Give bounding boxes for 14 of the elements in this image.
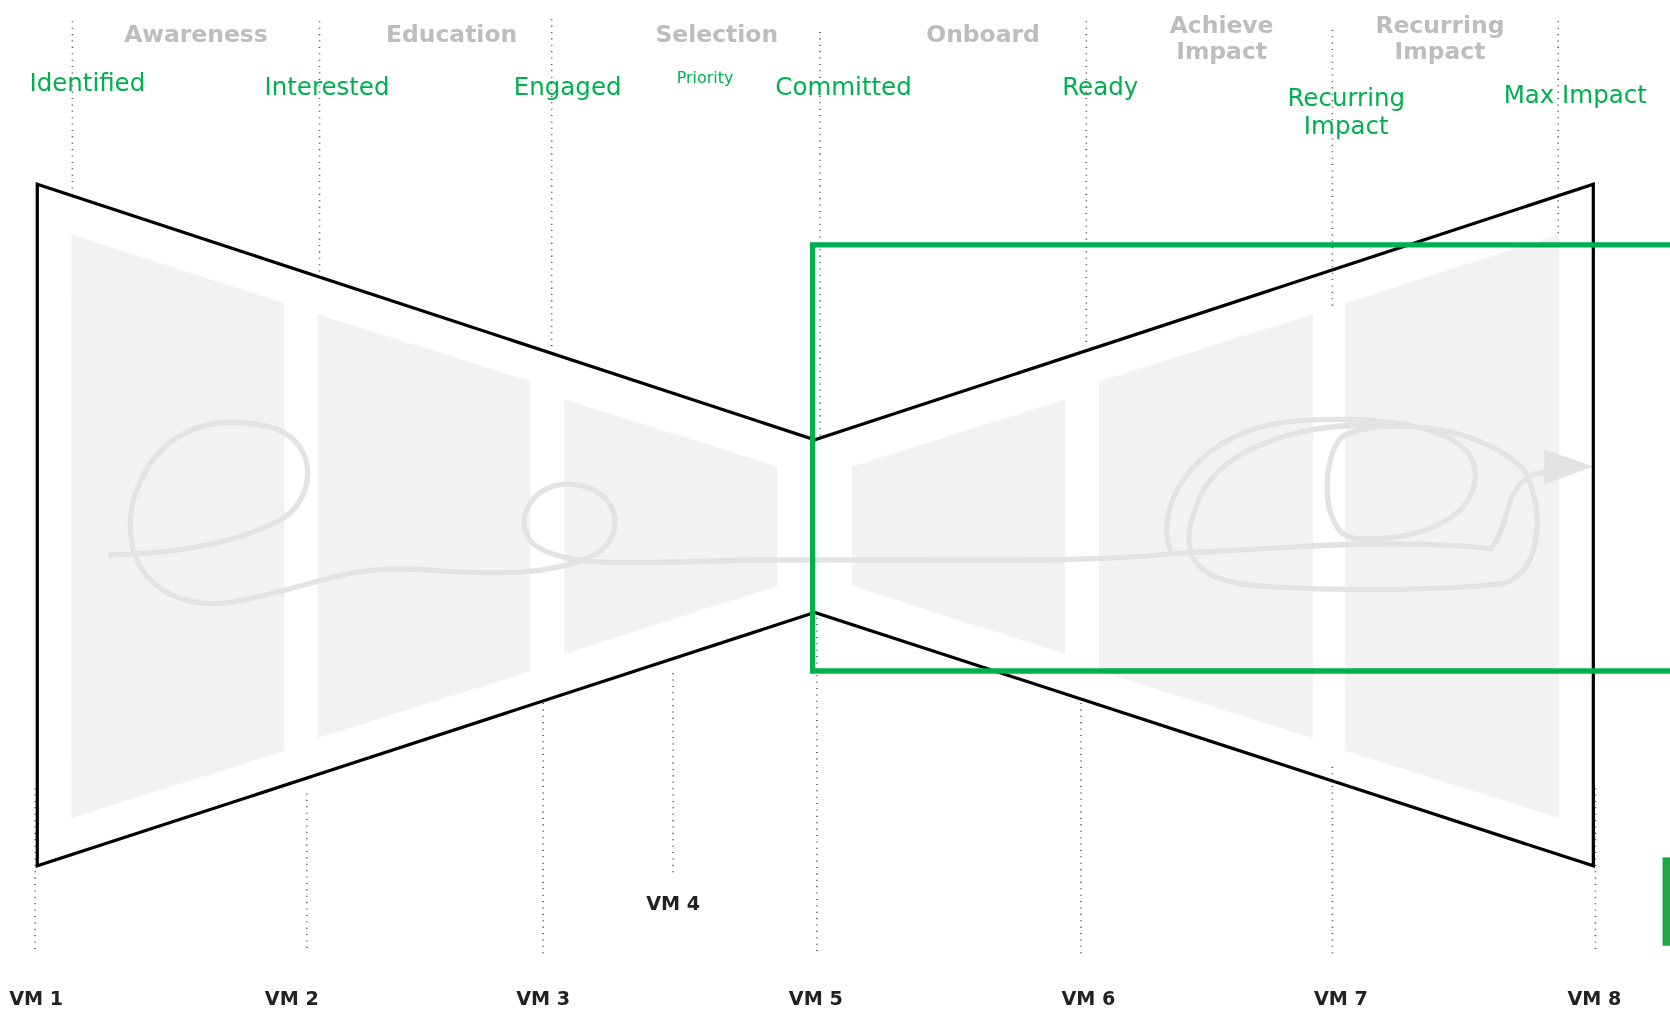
status-label: Engaged (513, 72, 622, 101)
status-label: Recurring Impact (1286, 83, 1406, 140)
stage-heading: Selection (655, 20, 779, 48)
status-label: Ready (1062, 72, 1139, 101)
stage-heading: Education (386, 20, 518, 48)
status-label: Identified (29, 69, 146, 98)
status-label: Interested (264, 72, 390, 101)
status-label: Priority (676, 69, 734, 88)
stage-heading: Onboard (926, 20, 1040, 48)
status-label: Max Impact (1503, 80, 1647, 109)
stage-heading: Recurring Impact (1374, 11, 1506, 66)
stage-heading: Awareness (124, 20, 268, 48)
status-label: Committed (775, 72, 912, 101)
stage-heading: Achieve Impact (1168, 11, 1275, 66)
